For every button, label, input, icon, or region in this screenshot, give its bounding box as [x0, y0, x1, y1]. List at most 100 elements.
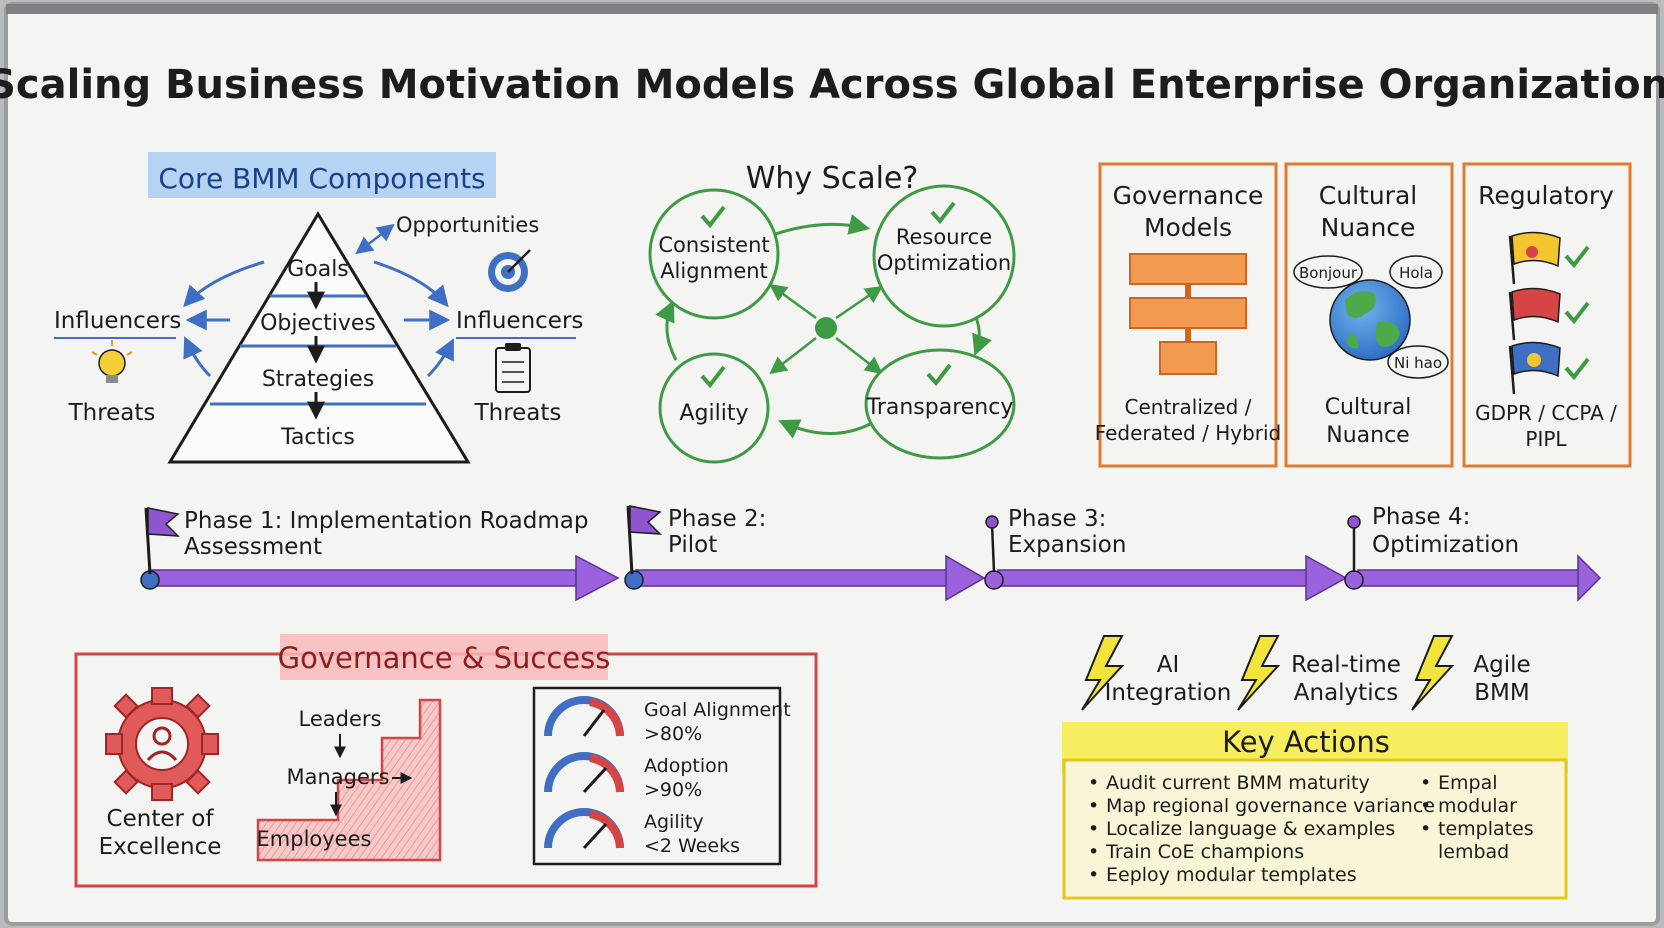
key-action-side-item-4: lembad	[1438, 841, 1509, 863]
governance-models-title-2: Models	[1144, 213, 1232, 242]
bmm-pyramid	[167, 211, 471, 464]
pyramid-level-objectives: Objectives	[260, 311, 376, 336]
left-arrow-lower	[183, 336, 212, 378]
key-action-side-item-1: Empal	[1438, 772, 1498, 794]
threats-right-label: Threats	[474, 400, 562, 426]
pin-icon	[1347, 515, 1361, 572]
milestone-dot-4	[1344, 570, 1364, 590]
gauge-icon	[544, 808, 624, 850]
key-action-item-5: Eeploy modular templates	[1106, 864, 1357, 886]
node-transparency: Transparency	[864, 348, 1016, 460]
flag-yellow-icon	[1508, 231, 1561, 285]
lightning-icon	[1411, 635, 1455, 711]
key-action-item-3: Localize language & examples	[1106, 818, 1395, 840]
key-actions-heading: Key Actions	[1222, 725, 1390, 759]
hierarchy-leaders: Leaders	[299, 707, 382, 731]
flag-blue-icon	[1508, 341, 1561, 395]
metric-goal-alignment-label: Goal Alignment	[644, 699, 791, 721]
phase-4-title: Phase 4:	[1372, 504, 1470, 530]
hub-arrow-ne	[835, 286, 883, 320]
check-icon	[926, 363, 952, 387]
trend-agile-line2: BMM	[1474, 680, 1529, 706]
speech-bubble-bonjour: Bonjour	[1293, 255, 1363, 289]
cultural-nuance-title-2: Nuance	[1321, 213, 1416, 242]
check-icon	[700, 205, 726, 229]
speech-bubble-hola: Hola	[1389, 255, 1443, 289]
threats-left-label: Threats	[68, 400, 156, 426]
node-agility-label: Agility	[680, 401, 749, 426]
panel-regulatory	[1462, 162, 1632, 468]
clipboard-checklist-icon	[495, 343, 531, 393]
key-action-side-item-2: modular	[1438, 795, 1517, 817]
why-scale-section: Why Scale? Consistent Alignment Resource…	[648, 161, 1016, 464]
core-heading: Core BMM Components	[158, 162, 485, 195]
regulatory-caption-1: GDPR / CCPA /	[1475, 401, 1617, 425]
timeline-arrow-4	[1357, 554, 1602, 602]
key-action-bullet: •	[1420, 772, 1431, 794]
milestone-dot-2	[624, 570, 644, 590]
metric-agility-value: <2 Weeks	[644, 835, 740, 857]
key-action-bullet: •	[1088, 818, 1099, 840]
key-actions-box	[1062, 758, 1568, 900]
influencers-right-label: Influencers	[456, 308, 583, 334]
hierarchy-employees: Employees	[257, 827, 372, 851]
flag-icon	[626, 505, 662, 575]
future-trends: AI Integration Real-time Analytics Agile…	[1081, 635, 1531, 711]
pin-icon	[985, 515, 999, 573]
flag-icon	[144, 507, 180, 575]
cycle-arrow-top	[769, 214, 871, 238]
flag-red-icon	[1508, 287, 1561, 341]
node-resource-optimization: Resource Optimization	[872, 184, 1016, 328]
key-action-bullet: •	[1088, 795, 1099, 817]
core-heading-highlight	[148, 152, 496, 198]
cultural-caption-2: Nuance	[1326, 423, 1409, 448]
phase-1-title: Phase 1: Implementation Roadmap	[184, 508, 588, 534]
governance-models-caption-1: Centralized /	[1125, 395, 1252, 419]
board-top-rail	[6, 4, 1658, 14]
implementation-timeline: Phase 1: Implementation Roadmap Assessme…	[140, 504, 1602, 602]
check-icon	[1564, 245, 1590, 269]
metric-agility-label: Agility	[644, 811, 704, 833]
panel-cultural-nuance	[1284, 162, 1454, 468]
gauge-icon	[544, 696, 624, 737]
node-transparency-label: Transparency	[866, 395, 1014, 420]
governance-heading-highlight	[280, 634, 608, 680]
hub-arrow-sw	[769, 337, 817, 375]
key-action-item-1: Audit current BMM maturity	[1106, 772, 1370, 794]
hub-arrow-se	[835, 337, 883, 375]
gauge-icon	[544, 752, 624, 794]
node-agility: Agility	[658, 352, 770, 464]
node-resource-line2: Optimization	[877, 251, 1011, 275]
gear-icon	[105, 687, 219, 801]
bubble-bonjour-text: Bonjour	[1299, 264, 1358, 282]
pyramid-level-goals: Goals	[287, 257, 349, 282]
regulatory-title: Regulatory	[1478, 181, 1614, 210]
bubble-hola-text: Hola	[1399, 264, 1433, 282]
opportunities-label: Opportunities	[396, 213, 539, 237]
lightbulb-icon	[91, 340, 133, 383]
lightning-icon	[1237, 635, 1281, 711]
speech-bubble-nihao: Ni hao	[1387, 345, 1449, 379]
globe-icon	[1329, 279, 1411, 361]
node-consistent-line2: Alignment	[660, 259, 768, 283]
panel-governance-models	[1098, 162, 1278, 468]
trend-ai-line2: Integration	[1105, 680, 1232, 706]
hierarchy-managers: Managers	[287, 765, 390, 789]
check-icon	[930, 201, 956, 225]
trend-agile-line1: Agile	[1473, 652, 1530, 678]
key-action-bullet: •	[1088, 772, 1099, 794]
bubble-nihao-text: Ni hao	[1394, 354, 1442, 372]
key-action-bullet: •	[1420, 795, 1431, 817]
target-icon	[488, 249, 531, 292]
metric-adoption-value: >90%	[644, 779, 702, 801]
success-metrics-box	[532, 686, 782, 866]
phase-4-subtitle: Optimization	[1372, 532, 1519, 558]
timeline-arrow-3	[997, 554, 1348, 602]
page-title: Scaling Business Motivation Models Acros…	[0, 62, 1664, 108]
opportunities-arrow	[355, 223, 395, 255]
key-action-bullet: •	[1088, 841, 1099, 863]
phase-3-subtitle: Expansion	[1008, 532, 1126, 558]
check-icon	[1564, 357, 1590, 381]
governance-success-heading: Governance & Success	[278, 641, 611, 675]
